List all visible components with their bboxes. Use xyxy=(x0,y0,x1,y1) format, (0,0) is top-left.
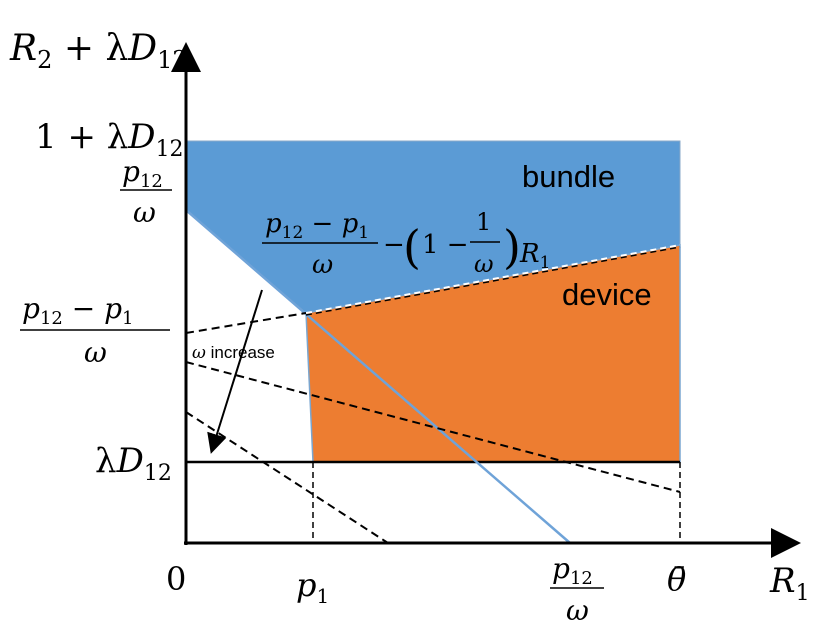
boundary-formula: p12 − p1 ω − ( 1 − 1 ω ) R1 xyxy=(262,208,550,280)
svg-text:p12: p12 xyxy=(552,552,593,589)
y-tick-p12-over-omega: p12 ω xyxy=(120,155,172,229)
y-tick-p12-minus-p1: p12 − p1 ω xyxy=(20,292,170,369)
svg-text:p12 − p1: p12 − p1 xyxy=(22,292,134,329)
svg-text:−: − xyxy=(383,230,405,260)
x-tick-p12-over-omega: p12 ω xyxy=(550,552,604,627)
dashed-line-2 xyxy=(185,361,681,493)
svg-text:1 −: 1 − xyxy=(422,230,469,260)
omega-increase-label: ω increase xyxy=(192,343,275,363)
x-tick-theta-bar: θ̄ xyxy=(667,560,686,598)
bundle-label: bundle xyxy=(522,159,615,194)
svg-text:(: ( xyxy=(403,220,421,274)
svg-text:R1: R1 xyxy=(519,239,550,273)
budget-line xyxy=(185,209,571,544)
boundary-dashed-line xyxy=(305,244,681,314)
dashed-line-1 xyxy=(185,312,307,334)
svg-text:ω: ω xyxy=(474,250,494,278)
x-axis-label: R1 xyxy=(769,561,810,606)
svg-text:ω: ω xyxy=(133,196,156,229)
boundary-dashed-line-dark xyxy=(305,246,681,316)
x-tick-origin: 0 xyxy=(166,560,186,598)
x-tick-p1: p1 xyxy=(296,566,329,608)
y-tick-lambda-d12: λD12 xyxy=(95,441,172,486)
svg-text:ω: ω xyxy=(312,250,333,280)
svg-text:ω: ω xyxy=(566,594,589,627)
y-axis-label: R2 + λD12 xyxy=(9,28,188,74)
y-tick-top: 1 + λD12 xyxy=(35,117,184,162)
svg-text:p12: p12 xyxy=(122,155,163,192)
device-label: device xyxy=(562,277,652,312)
omega-increase-arrow xyxy=(207,289,263,454)
svg-text:): ) xyxy=(503,220,521,274)
svg-text:ω: ω xyxy=(84,336,107,369)
svg-text:1: 1 xyxy=(476,208,491,236)
svg-text:p12 − p1: p12 − p1 xyxy=(265,209,369,243)
